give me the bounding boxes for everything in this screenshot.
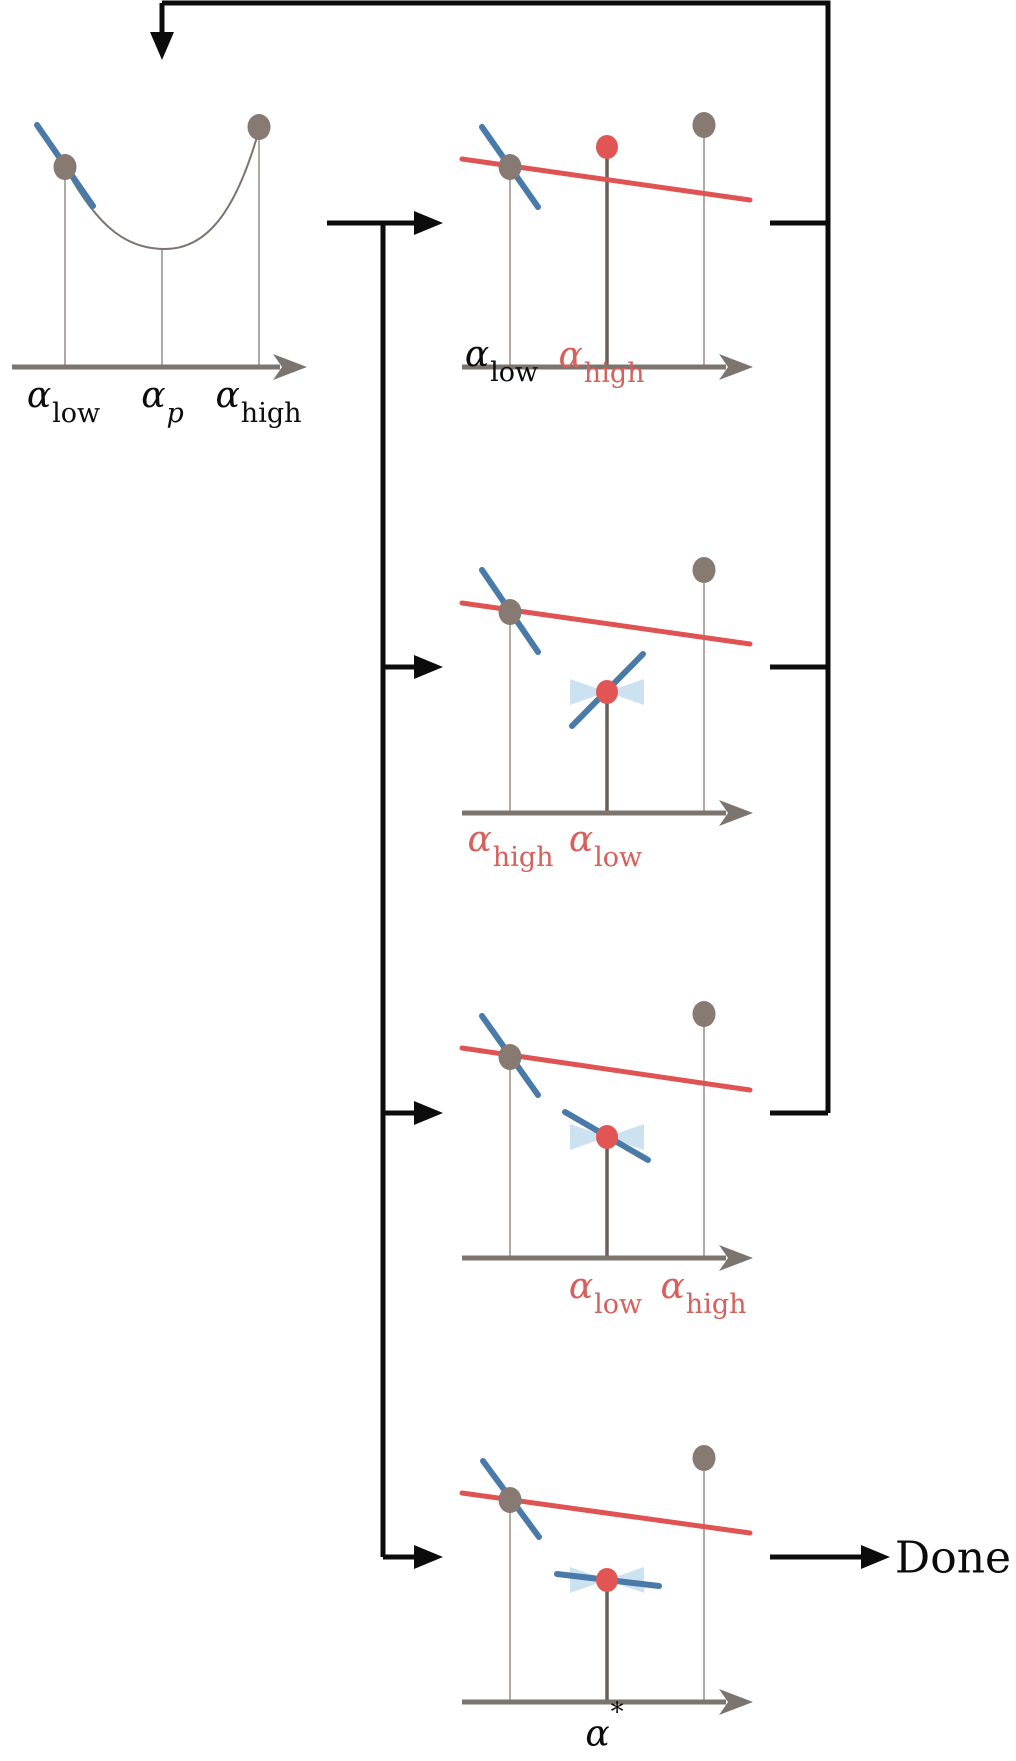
case1-entry-arrowhead	[414, 211, 443, 235]
done-arrowhead	[861, 1545, 890, 1569]
initial-label-alpha-high: αhigh	[215, 374, 302, 430]
case2-plot	[459, 557, 753, 826]
case1-label-alpha-high: αhigh	[558, 334, 645, 390]
objective-curve	[64, 129, 260, 251]
case2-dot-candidate	[596, 680, 618, 704]
case3-label-alpha-low: αlow	[568, 1265, 643, 1321]
initial-axis-arrowhead	[273, 354, 307, 380]
case2-dot-right	[692, 557, 716, 583]
case2-label-alpha-low: αlow	[568, 818, 643, 874]
case1-label-alpha-low: αlow	[464, 333, 539, 389]
initial-label-alpha-p: αp	[141, 374, 184, 430]
case1-dot-low	[498, 154, 522, 180]
final-plot	[459, 1445, 753, 1715]
final-label-alpha-star: α*	[585, 1697, 624, 1755]
final-entry-arrowhead	[414, 1545, 443, 1569]
case1-axis-arrowhead	[719, 354, 753, 380]
case2-entry-arrowhead	[414, 655, 443, 679]
case2-wolfe-cone-left	[570, 679, 607, 705]
case3-wolfe-cone-right	[607, 1124, 644, 1150]
case3-plot	[459, 1001, 753, 1271]
case3-axis-arrowhead	[719, 1245, 753, 1271]
final-axis-arrowhead	[719, 1689, 753, 1715]
case3-dot-left	[498, 1044, 522, 1070]
case2-label-alpha-high: αhigh	[467, 818, 554, 874]
loop-down-arrowhead	[150, 32, 174, 60]
initial-label-alpha-low: αlow	[26, 374, 101, 430]
case1-dot-high	[692, 112, 716, 138]
case3-dot-candidate	[596, 1125, 618, 1149]
final-dot-optimum	[596, 1568, 618, 1592]
case3-wolfe-cone-left	[570, 1124, 607, 1150]
case1-dot-candidate	[596, 135, 618, 159]
initial-dot-low	[53, 154, 77, 180]
final-dot-left	[498, 1487, 522, 1513]
case3-entry-arrowhead	[414, 1101, 443, 1125]
final-dot-right	[692, 1445, 716, 1471]
initial-bracket-plot	[12, 114, 307, 380]
case2-axis-arrowhead	[719, 800, 753, 826]
case3-dot-right	[692, 1001, 716, 1027]
case2-wolfe-cone-right	[607, 679, 644, 705]
loop-return-line	[162, 0, 831, 1113]
flow-connectors	[150, 0, 890, 1569]
initial-dot-high	[247, 114, 271, 140]
case3-label-alpha-high: αhigh	[660, 1265, 747, 1321]
case2-dot-left	[498, 599, 522, 625]
done-label: Done	[894, 1532, 1012, 1584]
case1-plot	[459, 112, 753, 380]
